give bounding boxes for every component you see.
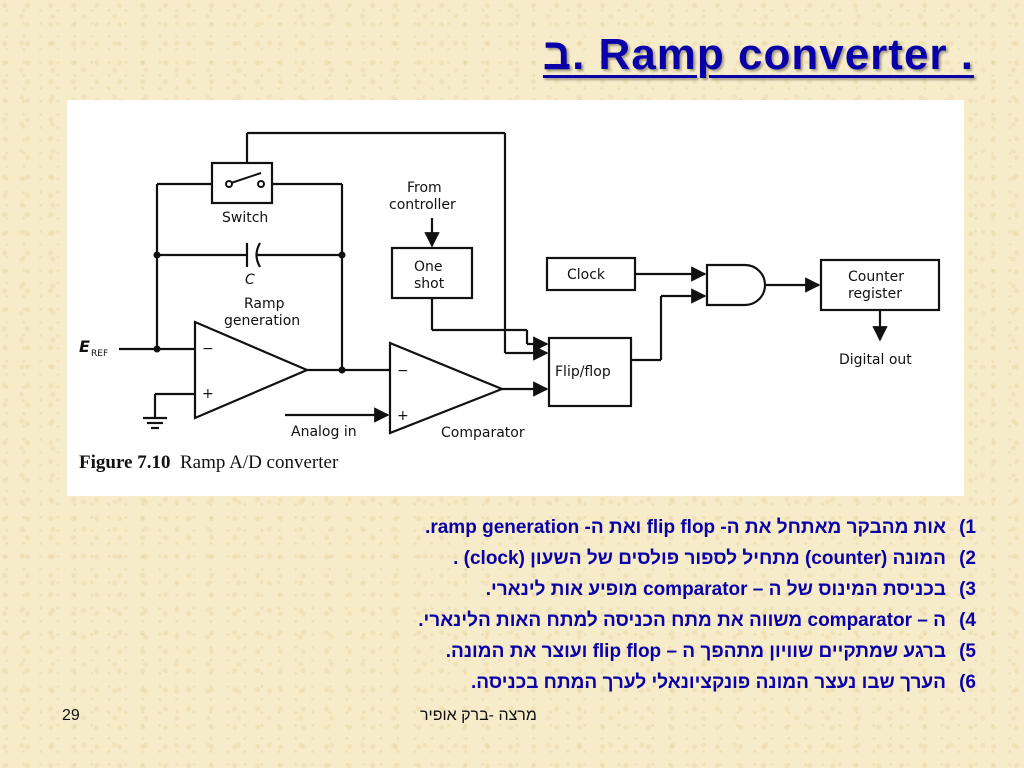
list-item-text: ברגע שמתקיים שוויון מתהפך ה – flip flop …	[445, 641, 946, 662]
oneshot-label-2: shot	[414, 276, 445, 292]
oneshot-label-1: One	[414, 259, 443, 275]
list-item: 5) ברגע שמתקיים שוויון מתהפך ה – flip flo…	[250, 636, 976, 667]
figure-caption: Figure 7.10 Ramp A/D converter	[79, 452, 338, 474]
list-item-number: 6)	[959, 672, 976, 693]
counter-label-1: Counter	[848, 269, 904, 285]
counter-register-box	[819, 258, 941, 312]
from-label-1: From	[407, 180, 442, 196]
flipflop-label: Flip/flop	[555, 364, 611, 380]
digital-out-label: Digital out	[839, 352, 912, 368]
from-label-2: controller	[389, 197, 456, 213]
slide-title: ב. Ramp converter .	[542, 30, 974, 79]
comparator-minus: −	[397, 363, 409, 379]
switch-label: Switch	[222, 210, 268, 226]
footer-author: מרצה -ברק אופיר	[420, 707, 537, 724]
flipflop-box	[547, 336, 633, 408]
list-item: 2) המונה (counter) מתחיל לספור פולסים של …	[250, 543, 976, 574]
list-item-text: ה – comparator משווה את מתח הכניסה למתח …	[418, 610, 946, 631]
list-item-number: 3)	[959, 579, 976, 600]
steps-list: 1) אות מהבקר מאתחל את ה- flip flop ואת ה-…	[250, 512, 976, 698]
eref-sub-label: REF	[91, 349, 108, 359]
and-gate	[705, 263, 767, 307]
list-item: 1) אות מהבקר מאתחל את ה- flip flop ואת ה-…	[250, 512, 976, 543]
integrator-amp	[193, 320, 310, 420]
list-item-number: 5)	[959, 641, 976, 662]
list-item: 3) בכניסת המינוס של ה – comparator מופיע …	[250, 574, 976, 605]
integrator-minus: −	[202, 341, 214, 357]
capacitor-label: C	[245, 272, 255, 288]
ramp-converter-diagram: Switch C Ramp generation E REF − + − + F…	[79, 131, 941, 441]
slide-number: 29	[62, 707, 80, 724]
figure-caption-number: Figure 7.10	[79, 452, 171, 473]
list-item-number: 1)	[959, 517, 976, 538]
list-item-text: הערך שבו נעצר המונה פונקציונאלי לערך המת…	[470, 672, 946, 693]
eref-label: E	[79, 337, 90, 356]
list-item-number: 4)	[959, 610, 976, 631]
list-item: 6) הערך שבו נעצר המונה פונקציונאלי לערך ה…	[250, 667, 976, 698]
ramp-label-1: Ramp	[244, 296, 285, 312]
figure-caption-text: Ramp A/D converter	[179, 452, 339, 473]
analog-in-label: Analog in	[291, 424, 357, 440]
list-item-text: המונה (counter) מתחיל לספור פולסים של הש…	[453, 548, 946, 569]
clock-label: Clock	[567, 267, 606, 283]
ramp-label-2: generation	[224, 313, 300, 329]
counter-label-2: register	[848, 286, 902, 302]
list-item-number: 2)	[959, 548, 976, 569]
integrator-plus: +	[202, 386, 214, 402]
comparator-amp	[388, 341, 505, 435]
list-item: 4) ה – comparator משווה את מתח הכניסה למת…	[250, 605, 976, 636]
list-item-text: אות מהבקר מאתחל את ה- flip flop ואת ה- r…	[425, 517, 946, 538]
comparator-label: Comparator	[441, 425, 525, 441]
ramp-converter-figure: Switch C Ramp generation E REF − + − + F…	[67, 100, 964, 496]
list-item-text: בכניסת המינוס של ה – comparator מופיע או…	[485, 579, 946, 600]
comparator-plus: +	[397, 408, 409, 424]
